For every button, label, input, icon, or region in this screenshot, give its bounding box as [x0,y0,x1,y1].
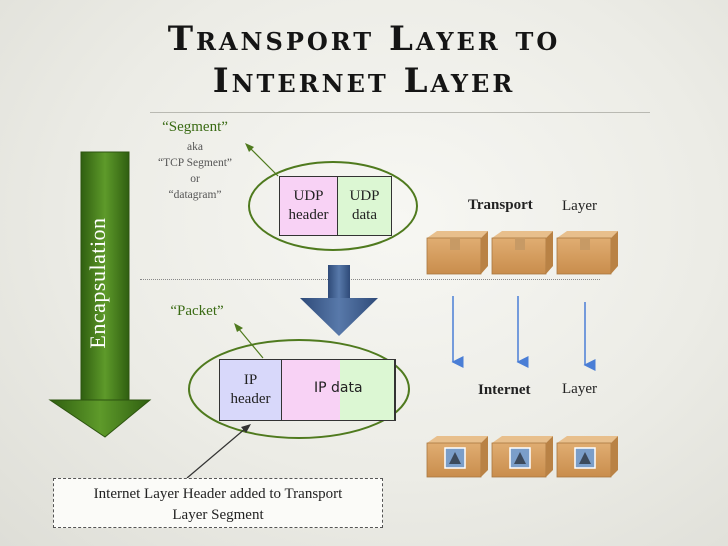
ip-header-line2: header [230,391,271,407]
internet-layer-suffix: Layer [562,381,597,397]
udp-header-line2: header [288,207,329,223]
ip-header-line1: IP [243,372,258,388]
transport-box-2 [491,231,553,275]
udp-data-line1: UDP [349,188,380,204]
title-line-1: Transport Layer to [167,19,561,59]
internet-box-2 [491,436,553,478]
udp-header-cell: UDP header [279,176,338,236]
internet-box-3 [556,436,618,478]
packet-ellipse [188,339,410,439]
ip-header-cell: IP header [219,359,282,421]
alias-datagram: “datagram” [168,189,222,201]
transport-layer-name: Transport [468,197,533,213]
transport-layer-suffix: Layer [562,198,597,214]
footer-note-line2: Layer Segment [172,507,264,523]
ip-data-label: IP data [314,379,363,396]
layer-arrows [451,296,596,371]
ip-data-cell: IP data [281,359,396,421]
down-arrow [300,265,378,336]
segment-aliases: aka “TCP Segment” or “datagram” [140,139,250,203]
alias-tcp-segment: “TCP Segment” [158,157,232,169]
internet-layer-name: Internet [478,382,531,398]
encapsulation-label: Encapsulation [85,217,110,349]
encapsulation-arrow [48,151,152,438]
footer-note: Internet Layer Header added to Transport… [53,478,383,528]
footer-note-line1: Internet Layer Header added to Transport [93,486,343,502]
alias-aka: aka [187,141,203,153]
segment-pointer [245,143,279,177]
udp-data-line2: data [352,207,377,223]
segment-label: “Segment” [162,119,228,135]
layer-separator [140,279,600,280]
footer-pointer [186,424,251,479]
segment-ellipse [248,161,418,251]
transport-box-3 [556,231,618,275]
udp-data-cell: UDP data [337,176,392,236]
packet-label: “Packet” [170,303,224,319]
title-line-2: Internet Layer [212,61,516,101]
packet-pointer [234,323,264,359]
transport-box-1 [426,231,488,275]
page-title: Transport Layer to Internet Layer [0,18,728,102]
internet-box-1 [426,436,488,478]
udp-header-line1: UDP [293,188,324,204]
title-divider [150,112,650,113]
alias-or: or [190,173,200,185]
